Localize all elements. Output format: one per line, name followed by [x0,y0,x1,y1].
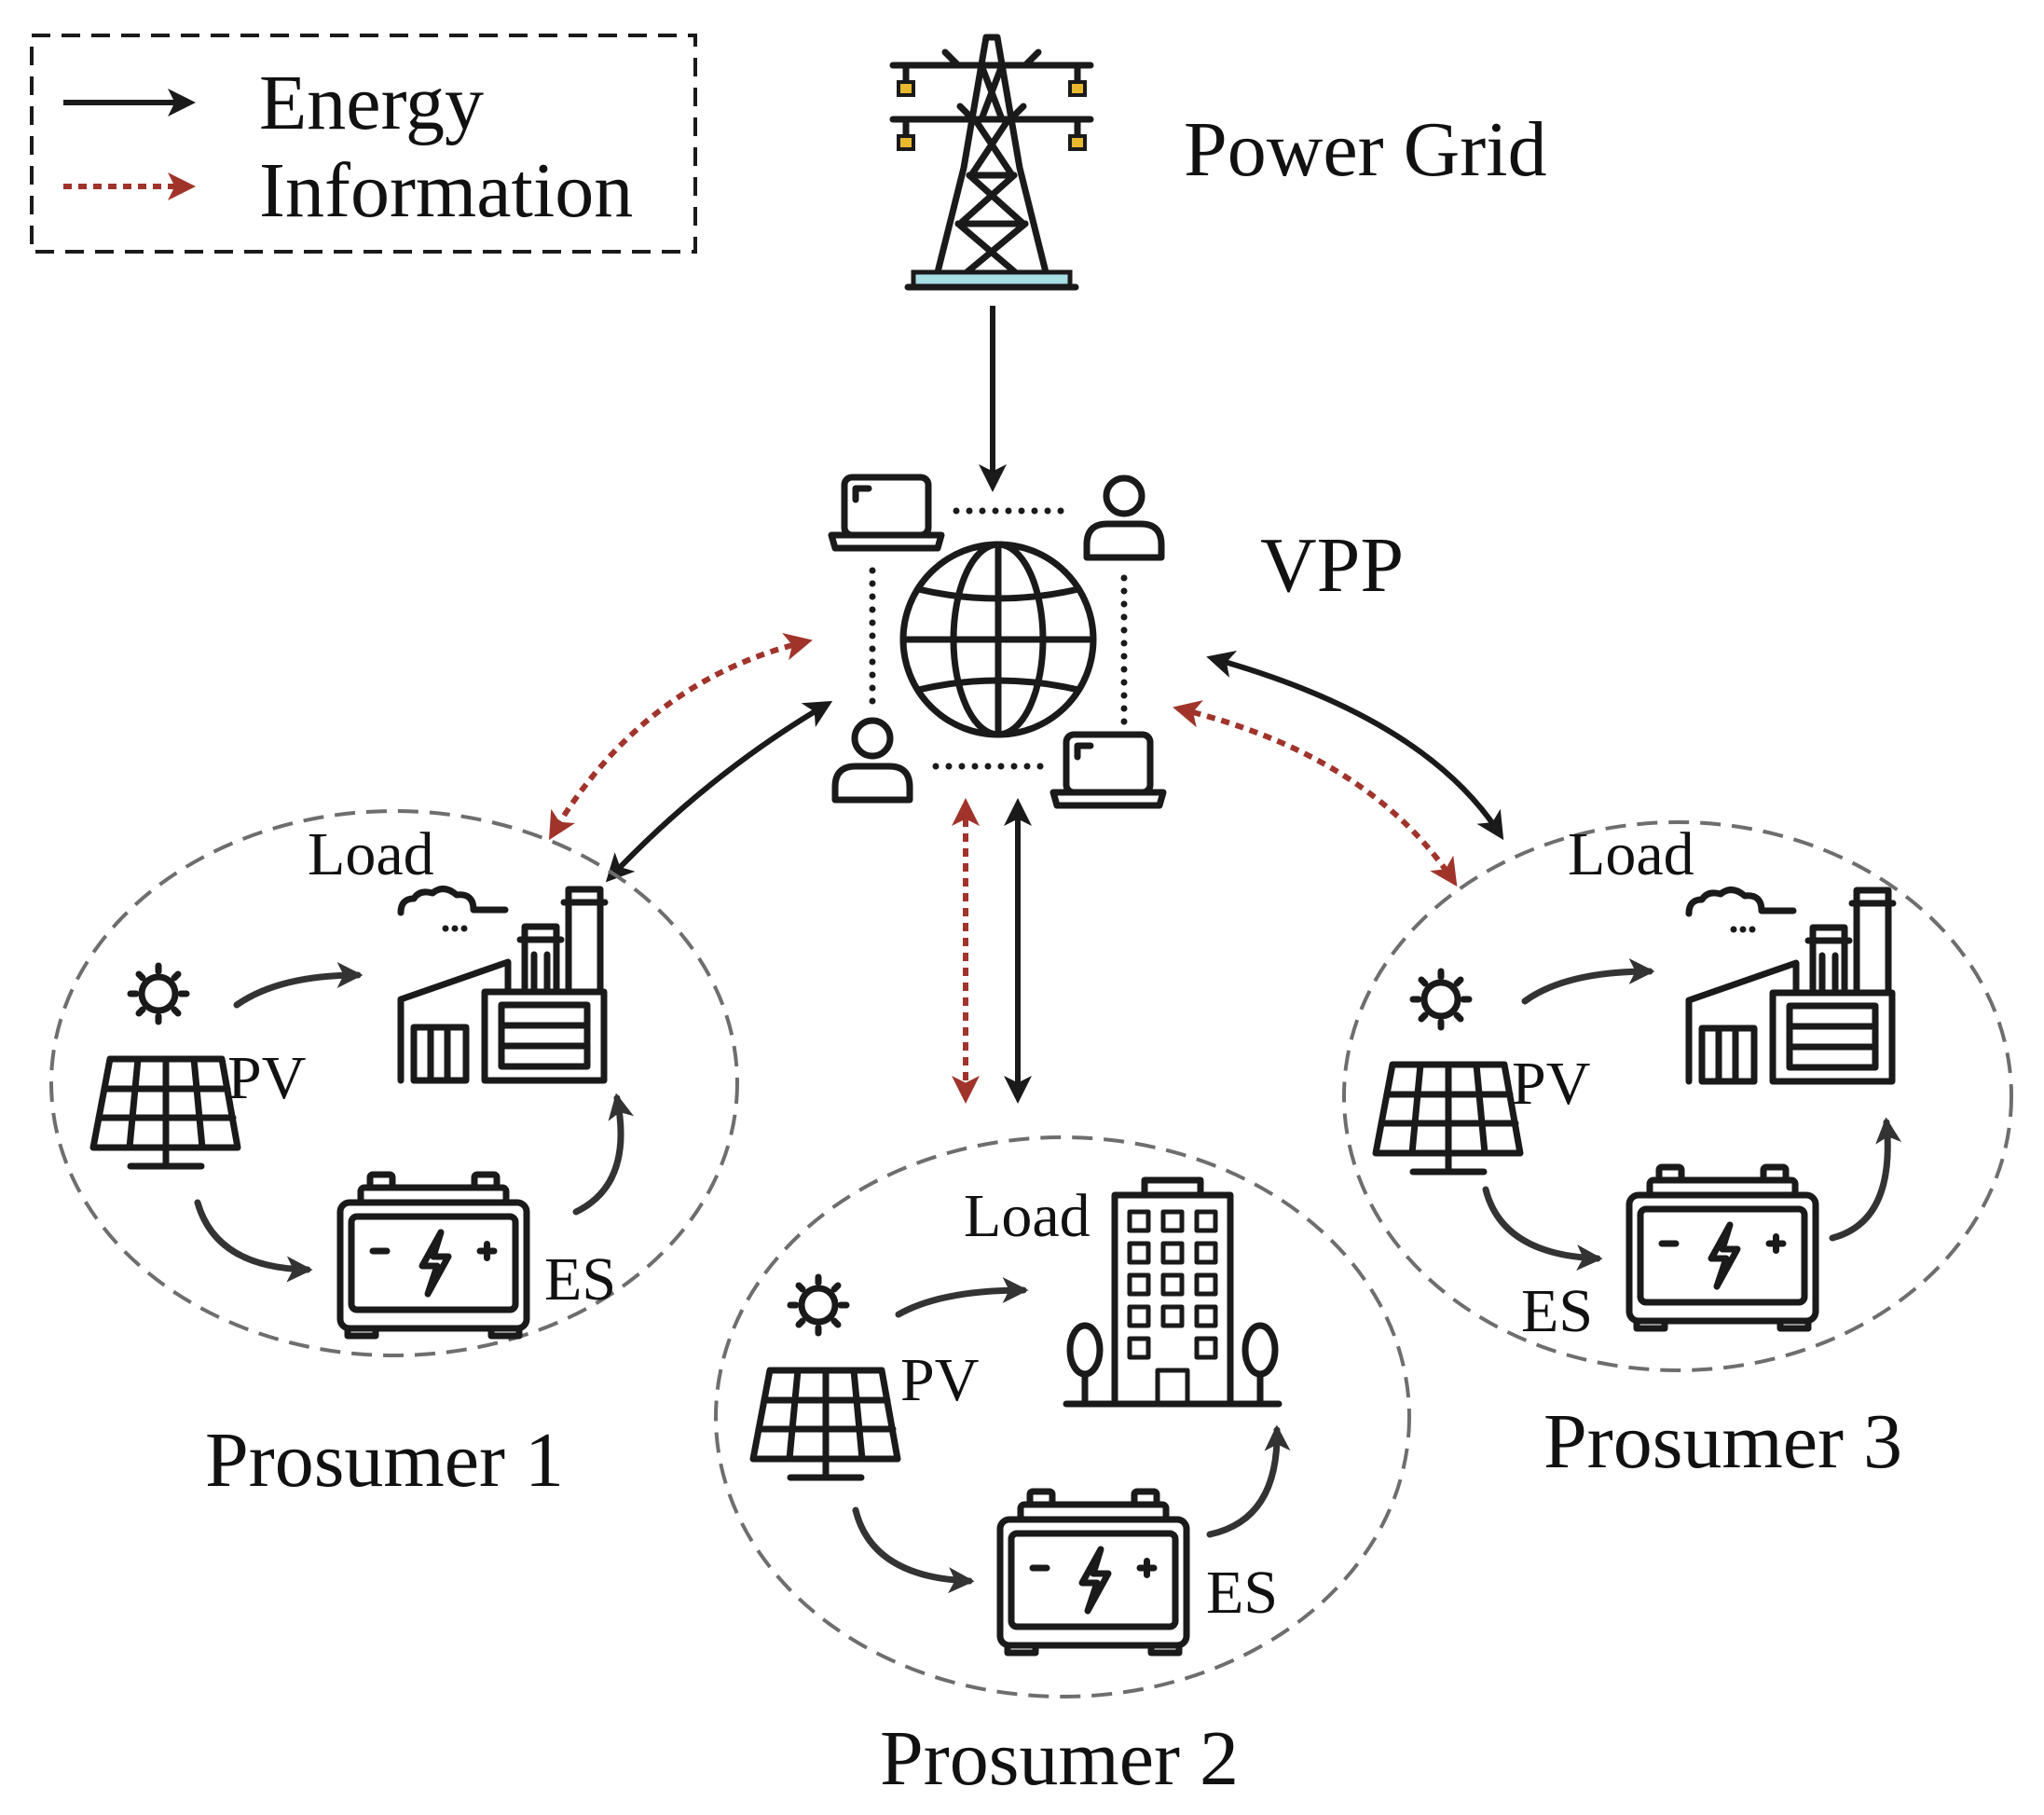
legend: Energy Information [30,34,697,254]
prosumer-1: Load PV ES Prosumer 1 [49,809,739,1504]
es-to-load-arrow [1206,1424,1291,1538]
prosumer-boundary [714,1135,1411,1698]
pv-to-es-arrow [194,1199,313,1283]
laptop-icon [828,474,945,552]
pv-to-es-arrow [852,1506,975,1594]
office-building-icon [1063,1176,1283,1408]
solar-panel-icon [93,966,238,1166]
dotted-link [932,763,1044,770]
pv-label: PV [227,1044,306,1112]
globe-network-icon [828,474,1167,809]
prosumer-boundary [1342,820,2013,1372]
es-label: ES [1521,1277,1593,1345]
battery-icon [1629,1167,1816,1328]
prosumer-name: Prosumer 3 [1543,1398,1902,1485]
pv-to-load-arrow [895,1277,1029,1318]
vpp-prosumer3-info-link [1173,700,1458,887]
factory-icon [1689,889,1893,1081]
prosumer-name: Prosumer 2 [880,1715,1239,1802]
solar-panel-icon [753,1277,898,1478]
pv-label: PV [900,1346,979,1414]
power-grid-label: Power Grid [1184,106,1547,193]
user-icon [831,717,913,804]
factory-icon [401,888,605,1080]
prosumer-name: Prosumer 1 [205,1417,564,1504]
dotted-link [953,507,1064,515]
es-to-load-arrow [1829,1117,1902,1242]
prosumer-2: Load PV ES Prosumer 2 [714,1135,1411,1802]
battery-icon [1000,1492,1187,1653]
vpp-prosumer1-energy-link [605,700,833,883]
dotted-link [869,567,876,705]
vpp-prosumer3-energy-link [1206,650,1504,841]
vpp-label: VPP [1260,522,1404,609]
solar-panel-icon [1376,971,1520,1172]
load-label: Load [308,820,434,888]
battery-icon [340,1175,527,1336]
load-label: Load [964,1182,1091,1250]
pv-to-es-arrow [1482,1186,1603,1272]
laptop-icon [1049,731,1167,809]
pv-label: PV [1512,1050,1590,1118]
user-icon [1083,474,1165,561]
es-label: ES [544,1245,616,1313]
legend-energy-label: Energy [259,60,484,146]
load-label: Load [1568,820,1694,888]
es-to-load-arrow [572,1093,635,1216]
pv-to-load-arrow [233,962,364,1009]
prosumer-boundary [49,809,739,1357]
es-label: ES [1206,1559,1278,1627]
legend-info-label: Information [259,147,633,234]
transmission-tower-icon [889,34,1094,291]
prosumer-3: Load PV ES Prosumer 3 [1342,820,2013,1485]
legend-box [30,34,697,254]
pv-to-load-arrow [1521,958,1655,1005]
dotted-link [1120,574,1128,725]
